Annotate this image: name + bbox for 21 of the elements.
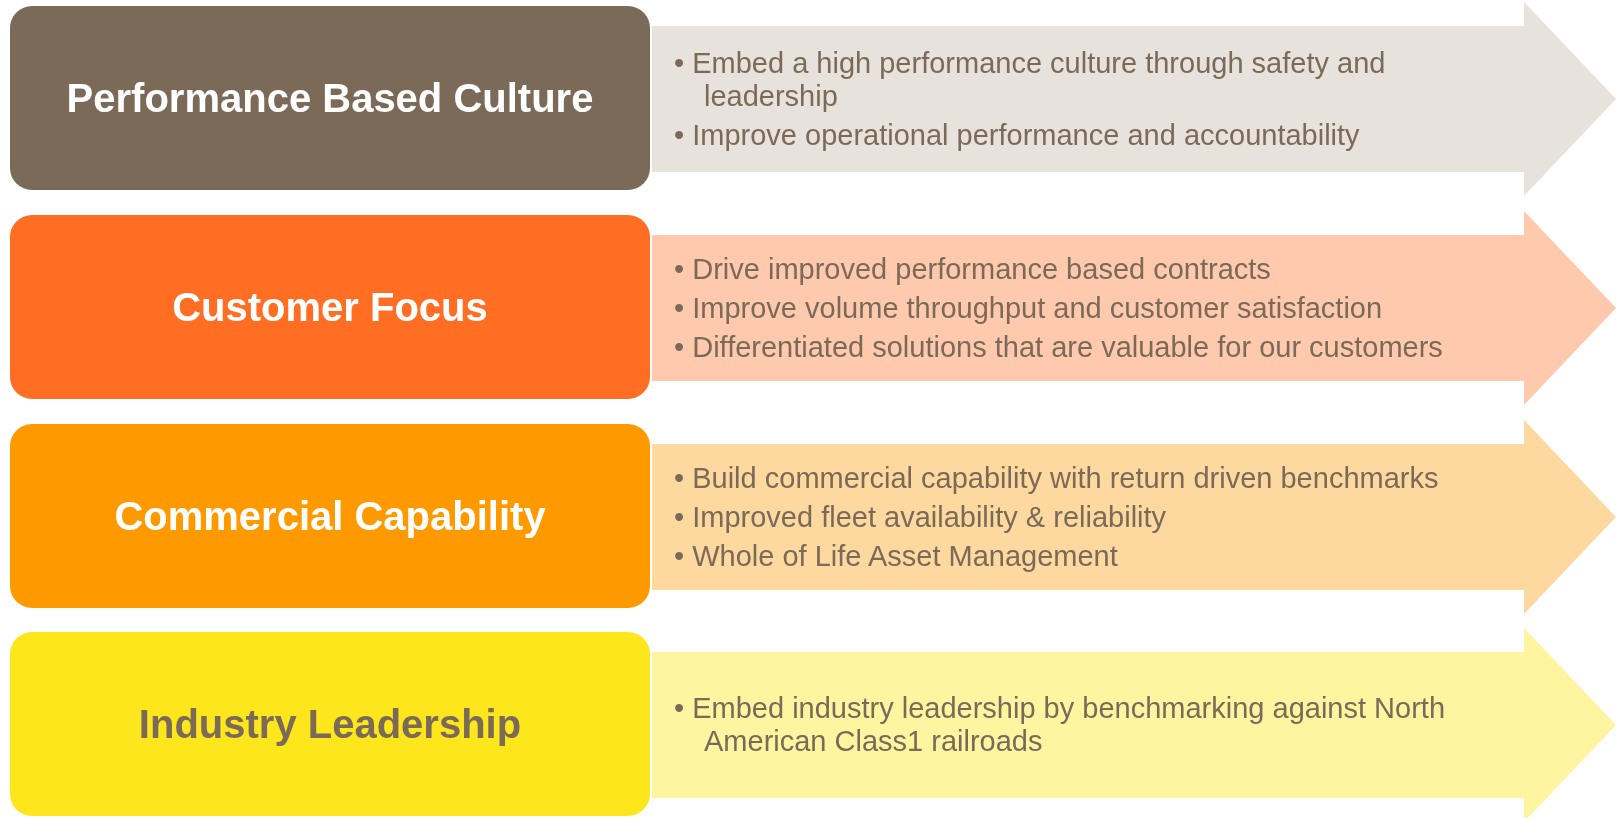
bullet-text: • Embed a high performance culture through safety and leadership [674, 46, 1387, 113]
bullet-text: • Improve operational performance and accountability [674, 118, 1361, 152]
bullet-text: • Build commercial capability with return driven benchmarks [674, 461, 1440, 495]
bullet-text: • Differentiated solutions that are valuable for our customers [674, 330, 1444, 364]
bullet-text: • Embed industry leadership by benchmarking against North American Class1 railroads [674, 692, 1446, 758]
arrow-banner [652, 420, 1616, 614]
bullet-text: • Improved fleet availability & reliability [674, 500, 1168, 534]
arrow-banner [652, 211, 1616, 405]
arrow-banner [652, 628, 1616, 818]
category-box [10, 6, 650, 190]
category-box [10, 215, 650, 399]
category-title: Commercial Capability [114, 493, 546, 539]
category-box [10, 424, 650, 608]
bullet-text: • Drive improved performance based contracts [674, 252, 1272, 286]
category-title: Customer Focus [172, 284, 488, 330]
bullet-text: • Improve volume throughput and customer satisfaction [674, 291, 1384, 325]
category-box [10, 632, 650, 816]
category-title: Industry Leadership [138, 701, 522, 747]
arrow-banner [652, 2, 1616, 196]
category-title: Performance Based Culture [66, 75, 594, 121]
bullet-text: • Whole of Life Asset Management [674, 539, 1119, 573]
